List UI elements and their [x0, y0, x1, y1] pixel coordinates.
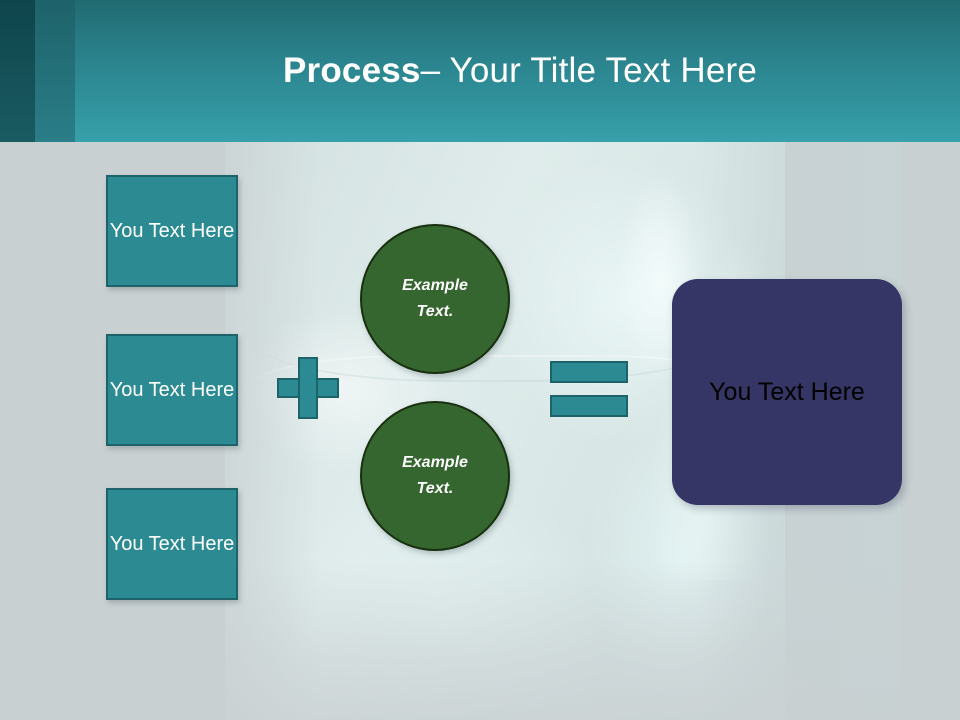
- header-accent-band-dark: [0, 0, 35, 142]
- equals-icon: [550, 361, 628, 417]
- example-circle-2-line2: Text.: [416, 480, 454, 497]
- page-title-strong: Process: [282, 51, 421, 90]
- page-title: Process – Your Title Text Here: [120, 0, 920, 142]
- equals-icon-top-bar: [550, 361, 628, 383]
- equals-icon-bottom-bar: [550, 395, 628, 417]
- example-circle-1[interactable]: Example Text.: [360, 224, 510, 374]
- example-circle-2-line1: Example: [402, 454, 468, 472]
- example-circle-1-line1: Example: [402, 277, 468, 295]
- slide-header: Process – Your Title Text Here: [0, 0, 960, 142]
- input-box-2-label: You Text Here: [109, 378, 235, 401]
- input-box-1-label: You Text Here: [109, 219, 235, 242]
- example-circle-1-line2: Text.: [416, 303, 454, 320]
- example-circle-2[interactable]: Example Text.: [360, 401, 510, 551]
- header-gradient-band: [0, 0, 960, 142]
- plus-icon: [277, 357, 339, 419]
- page-title-rest: – Your Title Text Here: [420, 51, 758, 90]
- background-eyeglasses-upper-shape: [255, 300, 725, 382]
- input-box-3-label: You Text Here: [109, 532, 235, 555]
- result-box[interactable]: You Text Here: [672, 279, 902, 505]
- input-box-3[interactable]: You Text Here: [106, 488, 238, 600]
- plus-icon-center-fill: [300, 380, 316, 396]
- result-box-label: You Text Here: [709, 377, 865, 406]
- input-box-1[interactable]: You Text Here: [106, 175, 238, 287]
- header-accent-band-mid: [35, 0, 75, 142]
- input-box-2[interactable]: You Text Here: [106, 334, 238, 446]
